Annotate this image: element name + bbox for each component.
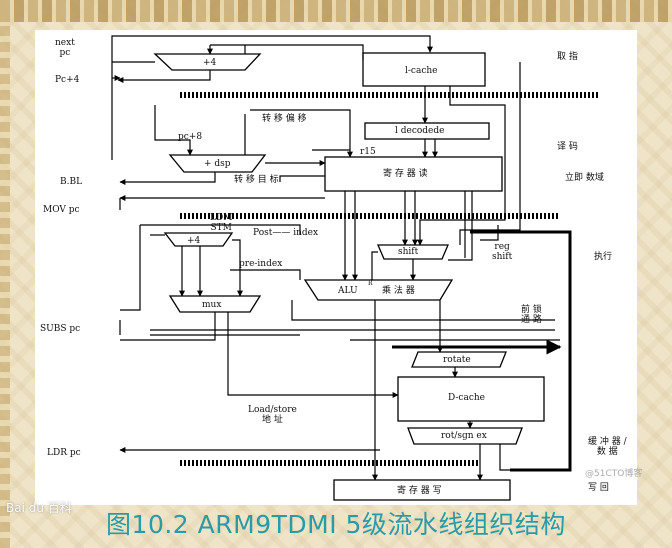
adder-top-shape — [153, 53, 262, 71]
label-next-pc: next pc — [55, 38, 75, 58]
multiplier-label: 乘 法 器 — [382, 286, 415, 296]
decorative-left-border — [0, 22, 10, 548]
stage-writeback: 写 回 — [588, 483, 609, 493]
stage-immediate: 立即 数域 — [565, 173, 604, 183]
shift-shape — [377, 244, 449, 260]
reg-write-box — [333, 479, 511, 501]
rotate-shape — [411, 351, 507, 368]
rot-sgn-shape — [407, 427, 523, 445]
stage-forward-path: 前 锁 通 路 — [521, 305, 542, 325]
pipeline-register-bars — [180, 92, 600, 466]
signal-r15: r15 — [360, 147, 376, 157]
stage-buffer-data: 缓 冲 器 / 数 据 — [588, 437, 627, 457]
reg-read-label: 寄 存 器 读 — [383, 169, 428, 179]
shift-label: shift — [398, 247, 419, 257]
mux-shape — [168, 295, 262, 313]
label-pc-plus4: Pc+4 — [55, 75, 80, 85]
signal-branch-target: 转 移 目 标 — [234, 175, 279, 185]
figure-caption: 图10.2 ARM9TDMI 5级流水线组织结构 — [106, 510, 566, 539]
alu-shape — [303, 279, 454, 301]
watermark-left: Bai du 百科 — [6, 501, 72, 515]
adder-dsp-label: + dsp — [204, 159, 231, 169]
signal-post-index: Post—— index — [253, 228, 319, 238]
signal-branch-offset: 转 移 偏 移 — [262, 114, 307, 124]
mux-label: mux — [202, 300, 222, 310]
watermark-right: @51CTO博客 — [585, 469, 643, 479]
adder-dsp-shape — [168, 154, 267, 173]
label-mov-pc: MOV pc — [43, 205, 80, 215]
icache-box — [362, 52, 486, 87]
alu-sup-label: R — [368, 280, 373, 287]
label-ldr-pc: LDR pc — [47, 448, 81, 458]
signal-pc8: pc+8 — [178, 132, 203, 142]
reg-read-box — [324, 156, 503, 192]
stage-fetch: 取 指 — [557, 52, 578, 62]
rot-sgn-label: rot/sgn ex — [441, 431, 487, 441]
reg-write-label: 寄 存 器 写 — [397, 486, 442, 496]
adder-top-label: +4 — [203, 58, 217, 68]
icache-label: l-cache — [405, 66, 438, 76]
adder-ldm-shape — [163, 232, 234, 247]
signal-ldm-stm: LDM STM — [210, 213, 233, 233]
signal-pre-index: pre-index — [239, 259, 283, 269]
adder-ldm-label: +4 — [187, 236, 201, 246]
label-subs-pc: SUBS pc — [40, 324, 81, 334]
label-bbl: B.BL — [60, 177, 83, 187]
dcache-box — [397, 376, 545, 422]
alu-label: ALU — [338, 286, 358, 296]
stage-execute: 执行 — [594, 252, 613, 262]
rotate-label: rotate — [443, 355, 471, 365]
signal-reg-shift: reg shift — [492, 242, 513, 262]
diagram-panel — [35, 30, 637, 505]
signal-load-store: Load/store 地 址 — [248, 405, 297, 425]
dcache-label: D-cache — [448, 393, 485, 403]
stage-decode: 译 码 — [557, 142, 578, 152]
decode-label: l decodede — [395, 126, 445, 136]
decorative-top-border — [0, 0, 672, 22]
